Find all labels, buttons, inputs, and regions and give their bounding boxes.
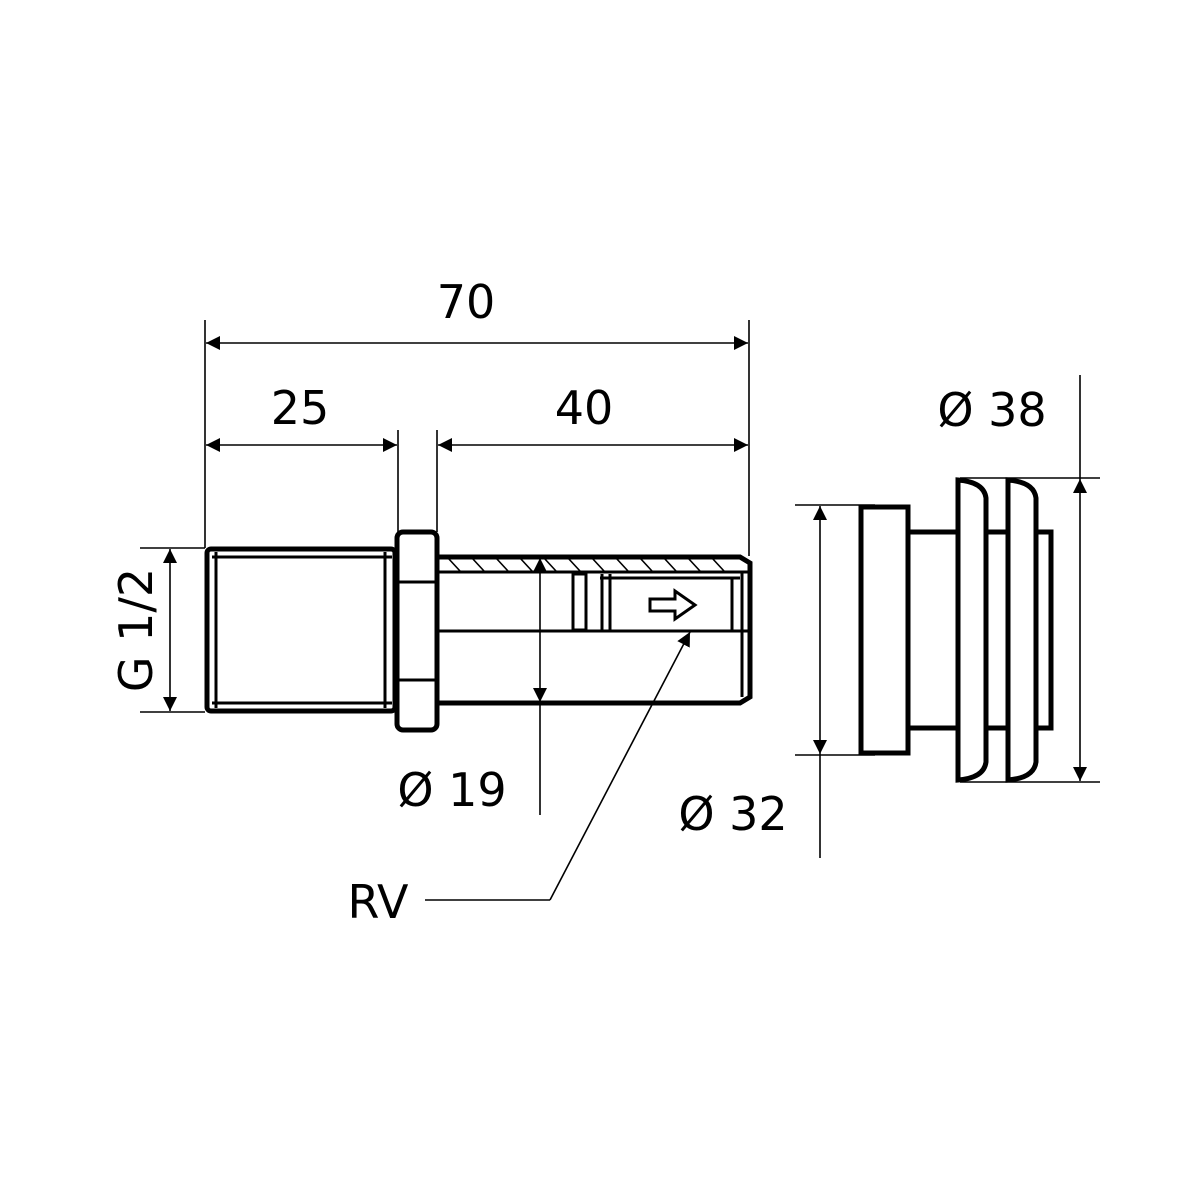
- dim-thread: G 1/2: [109, 568, 163, 692]
- threaded-section: [204, 546, 398, 714]
- dim-rosette-outer-diameter: Ø 38: [937, 383, 1046, 437]
- flow-direction-arrow-icon: [648, 588, 698, 622]
- dim-overall-length: 70: [437, 275, 496, 329]
- dim-inner-diameter: Ø 19: [397, 763, 506, 817]
- rosette: [858, 477, 1054, 783]
- dim-thread-length: 25: [271, 381, 330, 435]
- dim-body-length: 40: [555, 381, 614, 435]
- hex-nut: [394, 529, 440, 733]
- label-check-valve: RV: [348, 875, 409, 929]
- dimension-lines: [140, 320, 1100, 901]
- dim-rosette-inner-diameter: Ø 32: [678, 787, 787, 841]
- fitting-body: [204, 529, 753, 733]
